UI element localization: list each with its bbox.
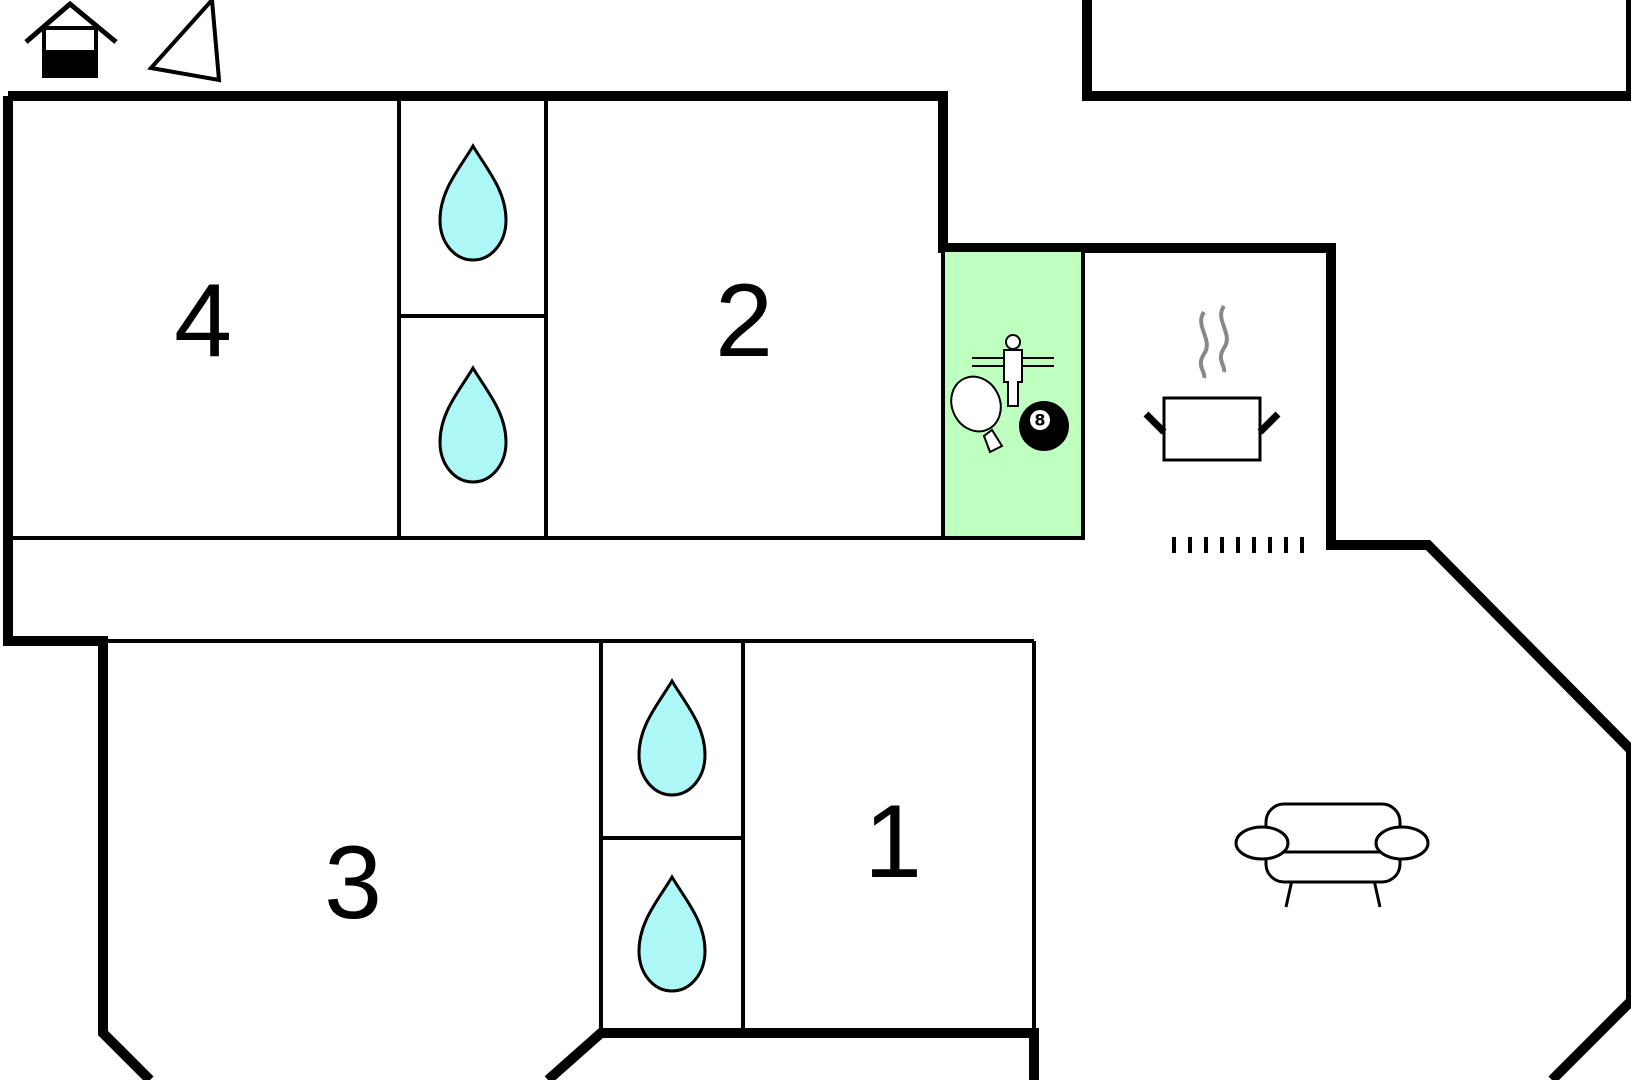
cooking-pot-icon <box>1143 304 1281 462</box>
water-drop-icon <box>438 365 508 484</box>
water-drop-icon <box>637 874 707 993</box>
svg-text:8: 8 <box>1034 411 1045 430</box>
lower-room-walls <box>103 639 1036 1033</box>
room-label-4: 4 <box>174 263 232 379</box>
room-label-2: 2 <box>715 263 773 379</box>
house-icon <box>24 0 118 78</box>
compass-icon <box>147 0 222 83</box>
upper-room-walls <box>8 96 1085 540</box>
lower-right-wall <box>544 1028 1039 1080</box>
top-right-room-wall <box>1082 0 1631 101</box>
water-drop-icon <box>637 678 707 797</box>
water-drop-icon <box>438 143 508 262</box>
room-label-3: 3 <box>324 825 382 941</box>
foosball-icon <box>972 334 1054 407</box>
outer-wall-left <box>3 96 154 1080</box>
room-label-1: 1 <box>864 784 922 900</box>
sofa-icon <box>1234 802 1430 908</box>
billiard-ball-icon: 8 <box>1019 401 1069 451</box>
ping-pong-icon <box>950 375 1004 454</box>
outer-wall <box>8 91 1631 1080</box>
